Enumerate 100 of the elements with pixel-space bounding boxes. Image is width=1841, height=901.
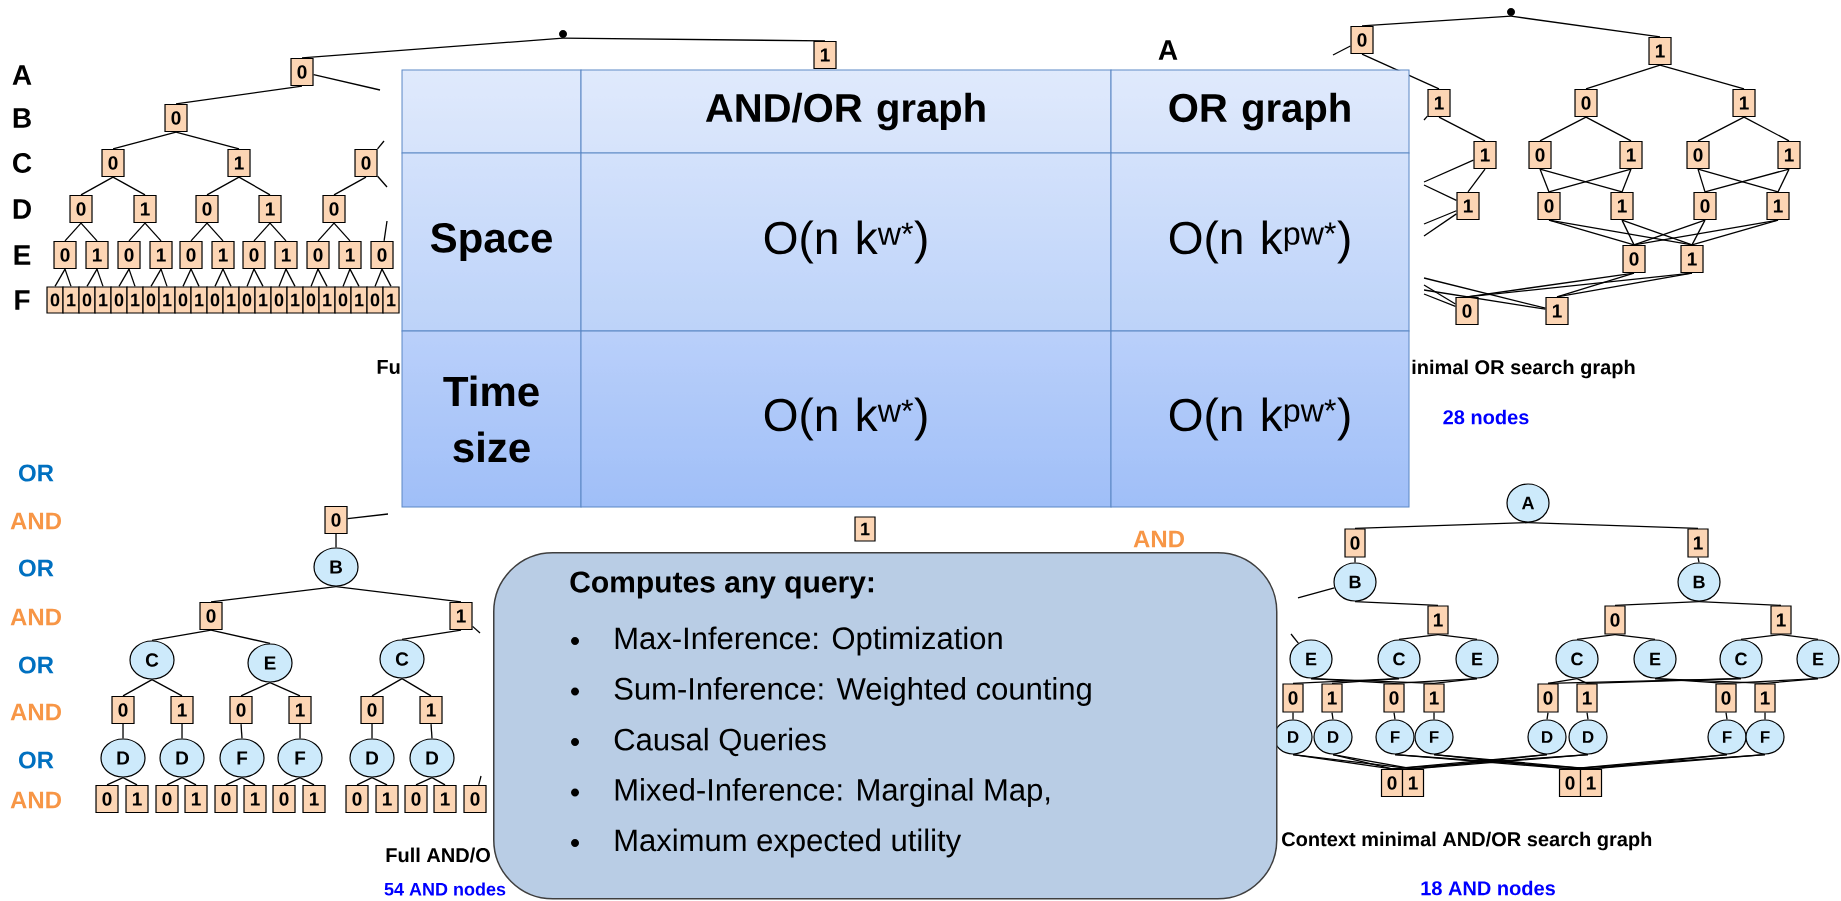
connector-line	[1697, 168, 1779, 193]
value-box: 0	[111, 695, 135, 725]
value-box: 1	[1610, 191, 1634, 221]
value-box: 1	[170, 695, 194, 725]
value-box: 1	[258, 194, 282, 224]
connector-line	[1398, 633, 1439, 641]
value-box: 1	[184, 784, 208, 814]
value-box: 1	[433, 784, 457, 814]
connector-line	[240, 681, 271, 697]
connector-line	[1585, 64, 1661, 90]
value-box: 1	[1777, 140, 1801, 170]
connector-line	[342, 268, 351, 288]
connector-line	[96, 268, 104, 288]
value-box: 0	[272, 784, 296, 814]
value-box: 1	[1401, 768, 1425, 798]
connector-line	[1691, 219, 1779, 246]
value-box: 1	[1648, 36, 1672, 66]
caption-text: Context minimal AND/OR search graph	[1282, 831, 1652, 851]
list-item: Maximum expected utility	[615, 828, 962, 858]
connector-line	[80, 222, 98, 242]
value-box: 1	[813, 40, 837, 70]
value-box: 1	[243, 784, 267, 814]
connector-line	[1332, 45, 1352, 56]
value-box: 1	[1321, 683, 1343, 713]
value-box: 1	[190, 286, 208, 314]
node-count: 28 nodes	[1443, 409, 1529, 425]
connector-line	[376, 140, 385, 150]
value-box: 1	[449, 601, 473, 631]
row-label: F	[15, 290, 30, 310]
value-box: 1	[158, 286, 176, 314]
connector-line	[1527, 521, 1699, 530]
value-box: 1	[1766, 191, 1790, 221]
connector-line	[1467, 168, 1486, 193]
connector-line	[181, 723, 183, 740]
value-box: 0	[1537, 683, 1559, 713]
connector-line	[1297, 587, 1336, 599]
connector-line	[1433, 711, 1435, 721]
connector-line	[128, 268, 136, 288]
value-box: 0	[242, 240, 266, 270]
connector-line	[1697, 168, 1706, 193]
value-box: 0	[334, 286, 352, 314]
connector-line	[401, 629, 462, 641]
connector-line	[1354, 556, 1356, 564]
value-box: 0	[302, 286, 320, 314]
value-box: 1	[1754, 683, 1776, 713]
connector-line	[190, 222, 208, 242]
connector-line	[240, 723, 243, 740]
caption-text: Full AND/O	[386, 847, 490, 863]
level-label: AND	[10, 512, 61, 530]
value-box: 0	[46, 286, 64, 314]
connector-line	[241, 776, 256, 786]
value-box: 0	[1537, 191, 1561, 221]
value-box: 1	[1619, 140, 1643, 170]
value-box: 0	[1622, 244, 1646, 274]
connector-line	[1585, 116, 1632, 142]
connector-line	[269, 681, 301, 697]
row-label: E	[14, 245, 31, 265]
value-box: 0	[117, 240, 141, 270]
value-box: 1	[1770, 605, 1792, 635]
connector-line	[1433, 677, 1478, 685]
value-box: 0	[78, 286, 96, 314]
connector-line	[335, 585, 462, 603]
value-box: 1	[302, 784, 326, 814]
value-box: 1	[288, 695, 312, 725]
connector-line	[431, 776, 446, 786]
value-box: 0	[199, 601, 223, 631]
value-box: 0	[1574, 88, 1598, 118]
value-box: 0	[238, 286, 256, 314]
value-box: 0	[214, 784, 238, 814]
connector-line	[1548, 168, 1632, 193]
connector-line	[86, 268, 98, 288]
connector-line	[1576, 633, 1616, 641]
connector-line	[349, 268, 360, 288]
connector-line	[128, 222, 146, 242]
connector-line	[335, 533, 337, 549]
value-box: 0	[1350, 25, 1374, 55]
connector-line	[310, 268, 319, 288]
connector-line	[1614, 633, 1656, 641]
connector-line	[1654, 677, 1766, 685]
value-box: 1	[133, 194, 157, 224]
connector-line	[1510, 15, 1661, 38]
connector-line	[1586, 711, 1589, 721]
connector-line	[210, 585, 337, 603]
value-box: 1	[375, 784, 399, 814]
list-item: Mixed-Inference: Marginal Map,	[615, 778, 1050, 807]
value-box: 0	[1282, 683, 1304, 713]
connector-line	[346, 513, 389, 520]
connector-line	[1698, 600, 1782, 607]
value-box: 1	[1427, 605, 1449, 635]
connector-line	[430, 723, 433, 740]
connector-line	[150, 268, 162, 288]
connector-line	[214, 268, 224, 288]
connector-line	[181, 776, 197, 786]
value-box: 1	[1680, 244, 1704, 274]
value-box: 0	[404, 784, 428, 814]
connector-line	[1697, 116, 1745, 142]
value-box: 1	[227, 148, 251, 178]
connector-line	[144, 222, 162, 242]
value-box: 0	[164, 103, 188, 133]
connector-line	[1539, 168, 1623, 193]
